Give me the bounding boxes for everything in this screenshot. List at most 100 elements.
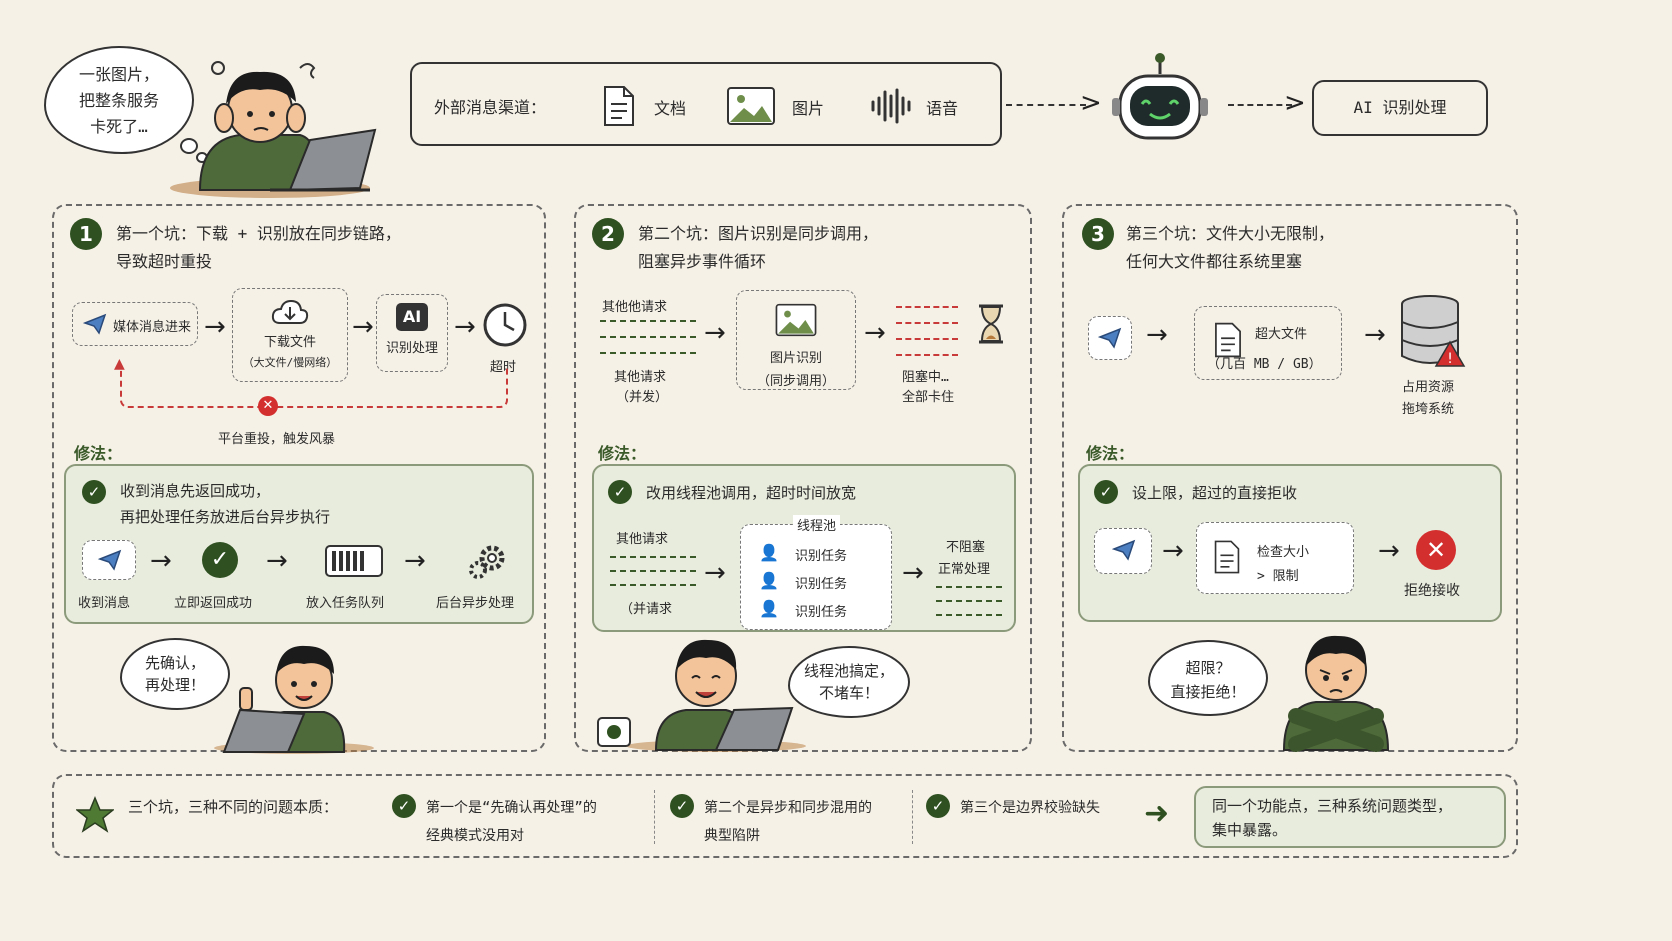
retry-label: 平台重投，触发风暴	[218, 432, 336, 447]
hourglass-icon	[979, 304, 1003, 344]
step-number-badge: 1	[70, 218, 102, 250]
resource-label: 占用资源	[1402, 380, 1455, 395]
other-requests-label: 其他请求	[614, 370, 667, 385]
title-line: 阻塞异步事件循环	[638, 252, 767, 271]
speech-bubble: 先确认， 再处理！	[120, 638, 230, 710]
arrow-icon: →	[266, 546, 288, 576]
concurrent-label: （并发）	[616, 390, 669, 405]
panel-2: 2 第二个坑：图片识别是同步调用， 阻塞异步事件循环 其他他请求 其他请求 （并…	[574, 204, 1032, 752]
fix-label: 修法：	[598, 444, 647, 463]
big-file-box: 超大文件 （几百 MB / GB）	[1194, 306, 1342, 380]
step-label: 收到消息	[78, 596, 131, 611]
summary-point-1: 第一个是“先确认再处理”的 经典模式没用对	[426, 794, 597, 850]
arrow-icon: →	[704, 558, 726, 588]
step-label: 放入任务队列	[306, 596, 385, 611]
arrow-icon: →	[1364, 320, 1386, 350]
pool-other-label: 其他请求	[616, 532, 669, 547]
panel-3-title: 第三个坑：文件大小无限制， 任何大文件都往系统里塞	[1126, 220, 1334, 276]
request-line	[610, 570, 696, 574]
arrow-icon: →	[352, 312, 374, 342]
request-line	[600, 320, 696, 324]
image-icon	[727, 87, 775, 125]
send-plane-box	[1094, 528, 1152, 574]
download-label: 下载文件	[263, 335, 316, 350]
title-line: 第三个坑：文件大小无限制，	[1126, 224, 1335, 243]
arrow-icon: →	[902, 558, 924, 588]
database-warning-icon: !	[1401, 295, 1466, 367]
task-label: 识别任务	[795, 605, 848, 620]
image-recognize-box: 图片识别 （同步调用）	[736, 290, 856, 390]
arrow-icon: →	[404, 546, 426, 576]
image-recognize-label: 图片识别	[769, 351, 822, 366]
panel-2-title: 第二个坑：图片识别是同步调用， 阻塞异步事件循环	[638, 220, 878, 276]
crash-label: 拖垮系统	[1402, 402, 1455, 417]
request-line	[600, 336, 696, 340]
check-icon: ✓	[82, 480, 106, 504]
media-message-box: 媒体消息进来	[72, 302, 198, 346]
download-box: 下载文件 （大文件/慢网络）	[232, 288, 348, 382]
speech-bubble: 超限？ 直接拒绝！	[1148, 640, 1268, 716]
normal-process-label: 正常处理	[938, 562, 991, 577]
title-line: 第二个坑：图片识别是同步调用，	[638, 224, 879, 243]
panel-3: 3 第三个坑：文件大小无限制， 任何大文件都往系统里塞 → 超大文件 （几百 M…	[1062, 204, 1518, 752]
blocking-label: 阻塞中…	[902, 370, 949, 385]
arrow-icon: →	[454, 312, 476, 342]
summary-bar: 三个坑，三种不同的问题本质： ✓ 第一个是“先确认再处理”的 经典模式没用对 ✓…	[52, 774, 1518, 858]
arrow-icon: →	[150, 546, 172, 576]
arrow-head-icon: >	[1284, 88, 1306, 118]
divider	[912, 790, 913, 844]
worried-boy-illustration	[170, 61, 377, 198]
blocked-line	[896, 338, 958, 342]
thought-line-3: 卡死了…	[90, 117, 148, 136]
not-blocked-label: 不阻塞	[946, 540, 986, 555]
thumbs-up-boy-illustration	[214, 645, 374, 754]
divider	[654, 790, 655, 844]
fix-text: 设上限，超过的直接拒收	[1132, 484, 1298, 502]
bubble-line: 不堵车！	[818, 684, 879, 702]
laptop-boy-illustration	[597, 639, 806, 752]
point-line: 经典模式没用对	[426, 828, 524, 844]
fix-box: ✓ 设上限，超过的直接拒收 → 检查大小 > 限制 → ✕ 拒绝接收	[1078, 464, 1502, 622]
dashed-arrow	[1228, 104, 1292, 106]
retry-arrow-head-icon: ▲	[114, 356, 125, 372]
title-line: 任何大文件都往系统里塞	[1126, 252, 1303, 271]
blocked-line	[896, 322, 958, 326]
ai-process-label: AI 识别处理	[1353, 98, 1447, 117]
arrow-icon: →	[1378, 536, 1400, 566]
point-line: 第三个是边界校验缺失	[960, 800, 1100, 816]
summary-point-2: 第二个是异步和同步混用的 典型陷阱	[704, 794, 872, 850]
result-line	[936, 586, 1002, 590]
bubble-line: 直接拒绝！	[1170, 683, 1246, 701]
fix-line: 收到消息先返回成功，	[120, 482, 271, 500]
bubble-line: 线程池搞定，	[803, 662, 894, 680]
media-message-label: 媒体消息进来	[113, 320, 192, 335]
title-line: 第一个坑：下载 + 识别放在同步链路，	[116, 224, 401, 243]
summary-lead: 三个坑，三种不同的问题本质：	[128, 798, 339, 816]
title-line: 导致超时重投	[116, 252, 213, 271]
bubble-line: 再处理！	[144, 676, 205, 694]
document-icon	[604, 86, 634, 126]
result-line	[936, 600, 1002, 604]
image-icon	[775, 303, 817, 337]
request-line	[600, 352, 696, 356]
robot-icon	[1112, 53, 1208, 140]
svg-text:!: !	[1447, 351, 1453, 367]
arrow-head-icon: >	[1080, 88, 1102, 118]
arms-crossed-boy-illustration	[1282, 635, 1390, 752]
blocked-line	[896, 306, 958, 310]
send-plane-icon	[1097, 327, 1122, 349]
file-size-label: （几百 MB / GB）	[1207, 357, 1322, 372]
big-file-label: 超大文件	[1255, 327, 1308, 342]
send-plane-icon	[83, 313, 107, 335]
send-plane-icon	[97, 549, 122, 571]
queue-icon	[325, 545, 383, 577]
dashed-arrow	[1006, 104, 1086, 106]
check-icon: ✓	[608, 480, 632, 504]
user-icon: 👤	[759, 599, 779, 618]
user-icon: 👤	[759, 571, 779, 590]
conclusion-line: 集中暴露。	[1212, 821, 1288, 839]
ai-process-box: AI 识别处理	[1312, 80, 1488, 136]
check-size-label: 检查大小	[1257, 545, 1310, 560]
reject-label: 拒绝接收	[1404, 583, 1460, 599]
send-plane-box	[82, 540, 136, 580]
